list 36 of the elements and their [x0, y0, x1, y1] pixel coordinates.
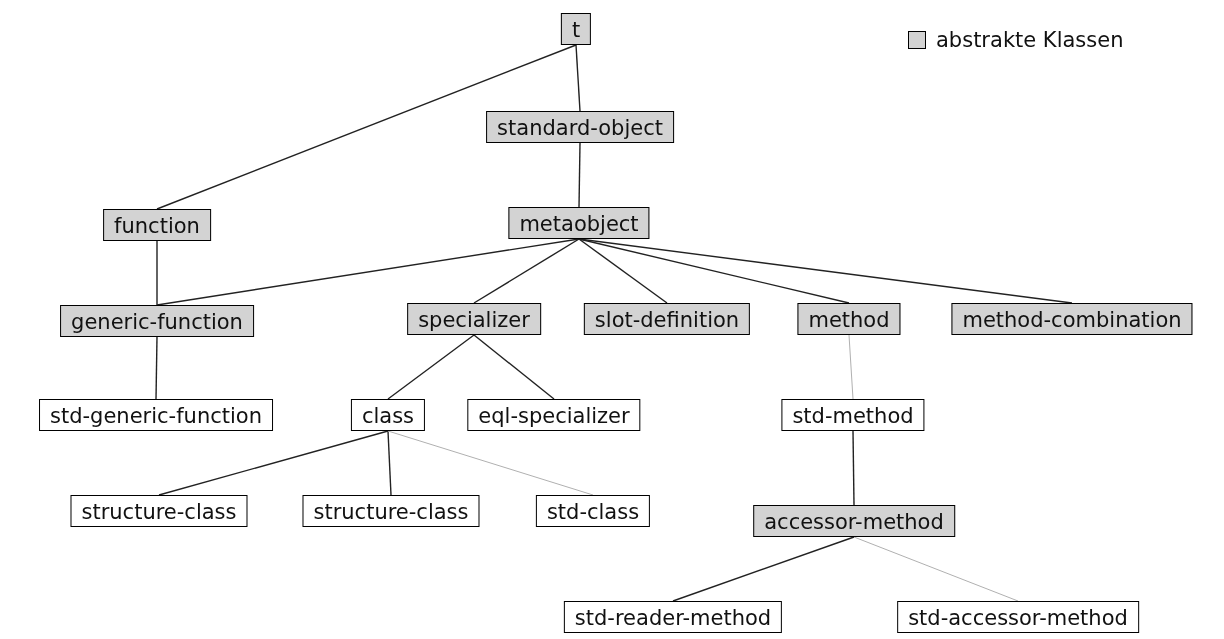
connector-line: [578, 142, 581, 208]
connector-line: [853, 536, 1019, 602]
connector-line: [158, 430, 389, 496]
abstract-class-box: standard-object: [486, 111, 674, 143]
abstract-class-box: accessor-method: [753, 505, 955, 537]
abstract-class-box: function: [103, 209, 211, 241]
abstract-class-box: t: [560, 13, 592, 45]
class-box: class: [350, 399, 426, 431]
connector-line: [852, 430, 855, 506]
abstract-class-box: generic-function: [60, 305, 254, 337]
connector-line: [156, 240, 158, 306]
class-box: std-class: [535, 495, 651, 527]
connector-line: [473, 238, 580, 304]
class-box: eql-specializer: [467, 399, 641, 431]
connector-line: [387, 430, 594, 496]
class-box: std-method: [781, 399, 925, 431]
abstract-class-box: method: [797, 303, 901, 335]
class-box: structure-class: [70, 495, 248, 527]
connector-line: [387, 430, 392, 496]
connector-line: [575, 44, 581, 112]
connector-line: [387, 334, 475, 400]
connector-line: [473, 334, 555, 400]
abstract-class-box: specializer: [407, 303, 541, 335]
abstract-class-box: slot-definition: [583, 303, 751, 335]
connector-line: [578, 238, 668, 304]
class-box: std-generic-function: [39, 399, 273, 431]
class-box: std-reader-method: [563, 601, 783, 633]
class-box: structure-class: [302, 495, 480, 527]
abstract-class-box: metaobject: [508, 207, 650, 239]
connector-line: [672, 536, 855, 602]
connector-line: [156, 44, 577, 210]
legend-label: abstrakte Klassen: [936, 28, 1124, 52]
class-box: std-accessor-method: [897, 601, 1139, 633]
connector-line: [848, 334, 854, 400]
connector-line: [155, 336, 158, 400]
abstract-class-box: method-combination: [951, 303, 1193, 335]
